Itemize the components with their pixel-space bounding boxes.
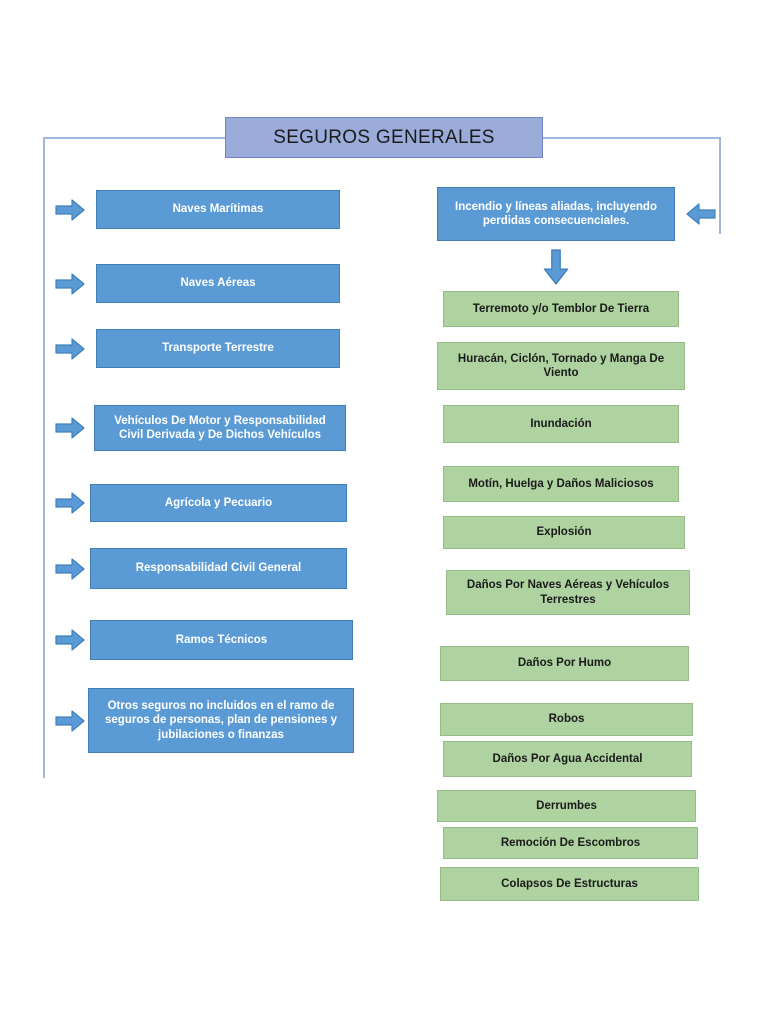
left-node-label: Responsabilidad Civil General — [135, 562, 302, 575]
arrow-down-icon — [538, 249, 574, 285]
right-node-label: Daños Por Humo — [517, 657, 612, 670]
left-node-label: Naves Marítimas — [172, 203, 264, 216]
arrow-right-icon — [55, 492, 85, 514]
left-node-5[interactable]: Agrícola y Pecuario — [90, 484, 347, 522]
right-node-6[interactable]: Daños Por Naves Aéreas y Vehículos Terre… — [446, 570, 690, 615]
page-title: SEGUROS GENERALES — [225, 117, 543, 158]
bracket-left-vertical — [43, 137, 45, 778]
left-node-label: Agrícola y Pecuario — [164, 496, 273, 509]
right-node-label: Terremoto y/o Temblor De Tierra — [472, 302, 650, 315]
bracket-right-vertical — [719, 137, 721, 234]
right-node-7[interactable]: Daños Por Humo — [440, 646, 689, 681]
left-node-3[interactable]: Transporte Terrestre — [96, 329, 340, 368]
right-node-label: Robos — [548, 713, 585, 726]
left-node-6[interactable]: Responsabilidad Civil General — [90, 548, 347, 589]
right-node-1[interactable]: Terremoto y/o Temblor De Tierra — [443, 291, 679, 327]
right-node-label: Daños Por Naves Aéreas y Vehículos Terre… — [466, 579, 670, 606]
left-node-7[interactable]: Ramos Técnicos — [90, 620, 353, 660]
left-node-label: Transporte Terrestre — [162, 342, 274, 355]
right-branch-header-label: Incendio y líneas aliadas, incluyendo pe… — [455, 200, 657, 227]
right-node-9[interactable]: Daños Por Agua Accidental — [443, 741, 692, 777]
right-node-label: Remoción De Escombros — [500, 836, 641, 849]
arrow-right-icon — [55, 629, 85, 651]
right-node-12[interactable]: Colapsos De Estructuras — [440, 867, 699, 901]
left-node-2[interactable]: Naves Aéreas — [96, 264, 340, 303]
right-node-5[interactable]: Explosión — [443, 516, 685, 549]
arrow-right-icon — [55, 272, 85, 295]
right-node-label: Daños Por Agua Accidental — [492, 752, 643, 765]
left-node-4[interactable]: Vehículos De Motor y Responsabilidad Civ… — [94, 405, 346, 451]
right-node-label: Motín, Huelga y Daños Maliciosos — [468, 477, 654, 490]
arrow-right-icon — [55, 198, 85, 221]
left-node-8[interactable]: Otros seguros no incluidos en el ramo de… — [88, 688, 354, 753]
left-node-1[interactable]: Naves Marítimas — [96, 190, 340, 229]
right-node-4[interactable]: Motín, Huelga y Daños Maliciosos — [443, 466, 679, 502]
left-node-label: Vehículos De Motor y Responsabilidad Civ… — [114, 414, 326, 441]
right-node-8[interactable]: Robos — [440, 703, 693, 736]
right-branch-header-node[interactable]: Incendio y líneas aliadas, incluyendo pe… — [437, 187, 675, 241]
right-node-label: Huracán, Ciclón, Tornado y Manga De Vien… — [457, 352, 665, 379]
arrow-right-icon — [55, 709, 85, 732]
arrow-left-icon — [686, 203, 716, 225]
arrow-right-icon — [55, 337, 85, 360]
right-node-label: Inundación — [530, 417, 592, 430]
left-node-label: Otros seguros no incluidos en el ramo de… — [105, 699, 337, 741]
bracket-top-left-horizontal — [43, 137, 226, 139]
right-node-2[interactable]: Huracán, Ciclón, Tornado y Manga De Vien… — [437, 342, 685, 390]
bracket-top-right-horizontal — [543, 137, 721, 139]
left-node-label: Naves Aéreas — [180, 277, 256, 290]
right-node-3[interactable]: Inundación — [443, 405, 679, 443]
arrow-right-icon — [55, 557, 85, 580]
arrow-right-icon — [55, 417, 85, 439]
right-node-label: Colapsos De Estructuras — [501, 877, 638, 890]
right-node-label: Explosión — [536, 526, 592, 539]
left-node-label: Ramos Técnicos — [175, 633, 268, 646]
page-title-label: SEGUROS GENERALES — [273, 126, 495, 148]
right-node-10[interactable]: Derrumbes — [437, 790, 696, 822]
right-node-label: Derrumbes — [536, 799, 597, 812]
right-node-11[interactable]: Remoción De Escombros — [443, 827, 698, 859]
